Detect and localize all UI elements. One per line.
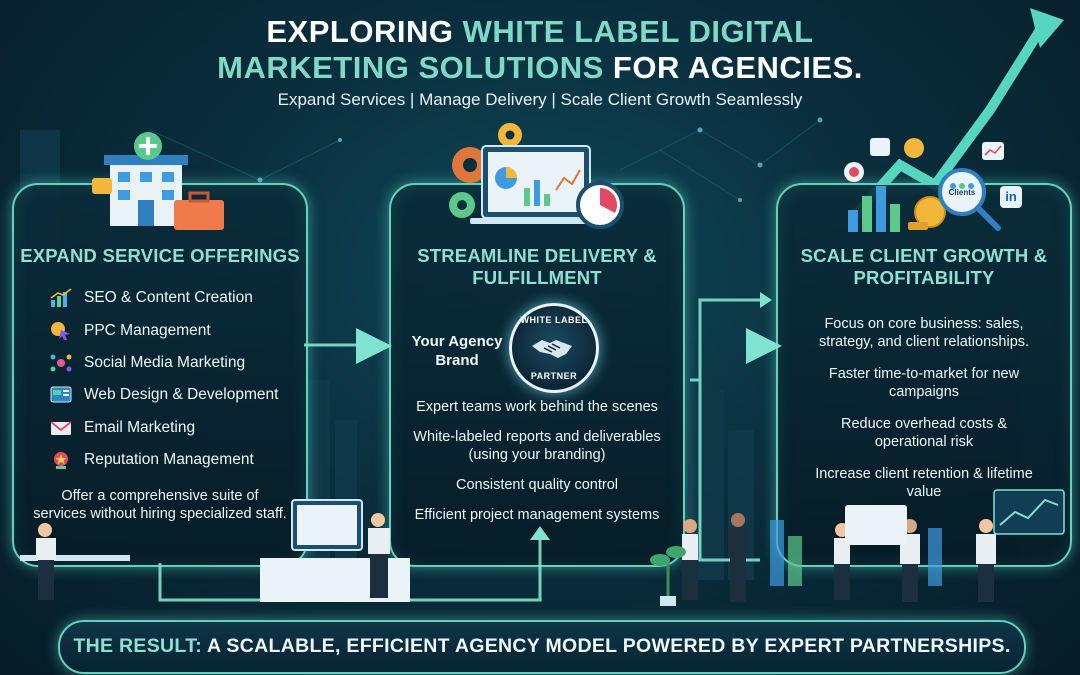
badge-bottom-text: PARTNER — [530, 371, 578, 381]
service-item: Web Design & Development — [50, 379, 278, 411]
panel-expand-services: EXPAND SERVICE OFFERINGS SEO & Content C… — [12, 183, 308, 567]
bullet-line: Faster time-to-market for new — [828, 366, 1020, 382]
panel-title: STREAMLINE DELIVERY & FULFILLMENT — [391, 245, 683, 289]
linkedin-label: in — [1005, 189, 1017, 204]
delivery-bullets: Expert teams work behind the scenes Whit… — [391, 398, 683, 536]
bullet-line: Increase client retention & lifetime — [815, 466, 1033, 482]
service-label: Reputation Management — [84, 451, 254, 469]
result-text: A SCALABLE, EFFICIENT AGENCY MODEL POWER… — [202, 635, 1011, 657]
ppc-icon — [51, 321, 70, 340]
service-label: Email Marketing — [84, 418, 196, 436]
service-item: Social Media Marketing — [50, 347, 278, 379]
agency-line: Brand — [435, 352, 479, 369]
bullet-line: operational risk — [874, 434, 974, 450]
panel-title-line: SCALE CLIENT GROWTH & — [800, 245, 1048, 266]
email-icon — [50, 421, 72, 435]
note-line: Offer a comprehensive suite of — [61, 488, 259, 504]
panel-title-line: STREAMLINE DELIVERY & — [417, 245, 657, 266]
service-label: Social Media Marketing — [84, 353, 246, 371]
chart-icon — [50, 288, 72, 308]
service-item: Reputation Management — [50, 444, 278, 476]
panel-title: SCALE CLIENT GROWTH & PROFITABILITY — [778, 245, 1070, 289]
bullet: Increase client retention & lifetime valu… — [778, 465, 1070, 501]
title-accent-2: MARKETING SOLUTIONS — [217, 50, 604, 85]
bullet: Reduce overhead costs & operational risk — [778, 415, 1070, 451]
bullet-line: campaigns — [888, 384, 960, 400]
agency-brand-label: Your Agency Brand — [397, 332, 517, 370]
bullet: (using your branding) — [468, 447, 606, 463]
panel-streamline-delivery: STREAMLINE DELIVERY & FULFILLMENT Your A… — [389, 183, 685, 567]
bullet: Faster time-to-market for new campaigns — [778, 365, 1070, 401]
bullet: White-labeled reports and deliverables — [413, 429, 661, 445]
result-label: THE RESULT: — [73, 635, 203, 657]
bullet-line: Focus on core business: sales, — [824, 316, 1024, 332]
service-label: Web Design & Development — [84, 386, 279, 404]
panel-title-line: PROFITABILITY — [853, 267, 995, 288]
bullet-line: value — [906, 484, 942, 500]
white-label-partner-badge: WHITE LABEL PARTNER — [509, 303, 599, 393]
bullet: Efficient project management systems — [414, 507, 660, 523]
agency-line: Your Agency — [411, 333, 503, 350]
service-list: SEO & Content Creation PPC Management So… — [50, 282, 278, 476]
panel-note: Offer a comprehensive suite of services … — [14, 487, 306, 523]
page-subtitle: Expand Services | Manage Delivery | Scal… — [277, 90, 803, 109]
badge-top-text: WHITE LABEL — [520, 315, 588, 325]
title-suffix: FOR AGENCIES. — [603, 50, 863, 85]
clients-badge-label: Clients — [948, 188, 976, 197]
page-title-line2: MARKETING SOLUTIONS FOR AGENCIES. — [0, 50, 1080, 86]
panel-title-line: FULFILLMENT — [472, 267, 602, 288]
result-banner: THE RESULT: A SCALABLE, EFFICIENT AGENCY… — [58, 620, 1026, 674]
web-icon — [50, 386, 72, 403]
page-title-line1: EXPLORING WHITE LABEL DIGITAL — [0, 14, 1080, 50]
panel-title: EXPAND SERVICE OFFERINGS — [20, 245, 300, 266]
service-item: PPC Management — [50, 314, 278, 346]
service-item: Email Marketing — [50, 412, 278, 444]
handshake-icon — [532, 340, 572, 358]
note-line: services without hiring specialized staf… — [33, 506, 287, 522]
bullet-line: strategy, and client relationships. — [818, 334, 1030, 350]
service-label: SEO & Content Creation — [84, 289, 253, 307]
bullet: Focus on core business: sales, strategy, … — [778, 315, 1070, 351]
title-prefix: EXPLORING — [266, 14, 463, 49]
social-icon — [50, 354, 72, 372]
service-label: PPC Management — [84, 321, 211, 339]
title-accent: WHITE LABEL DIGITAL — [462, 14, 814, 49]
growth-bullets: Focus on core business: sales, strategy, … — [778, 315, 1070, 515]
reputation-icon — [54, 452, 68, 470]
panel-scale-growth: SCALE CLIENT GROWTH & PROFITABILITY Focu… — [776, 183, 1072, 567]
bullet: Consistent quality control — [456, 477, 618, 493]
service-item: SEO & Content Creation — [50, 282, 278, 314]
bullet-line: Reduce overhead costs & — [840, 416, 1008, 432]
bullet: Expert teams work behind the scenes — [416, 399, 658, 415]
